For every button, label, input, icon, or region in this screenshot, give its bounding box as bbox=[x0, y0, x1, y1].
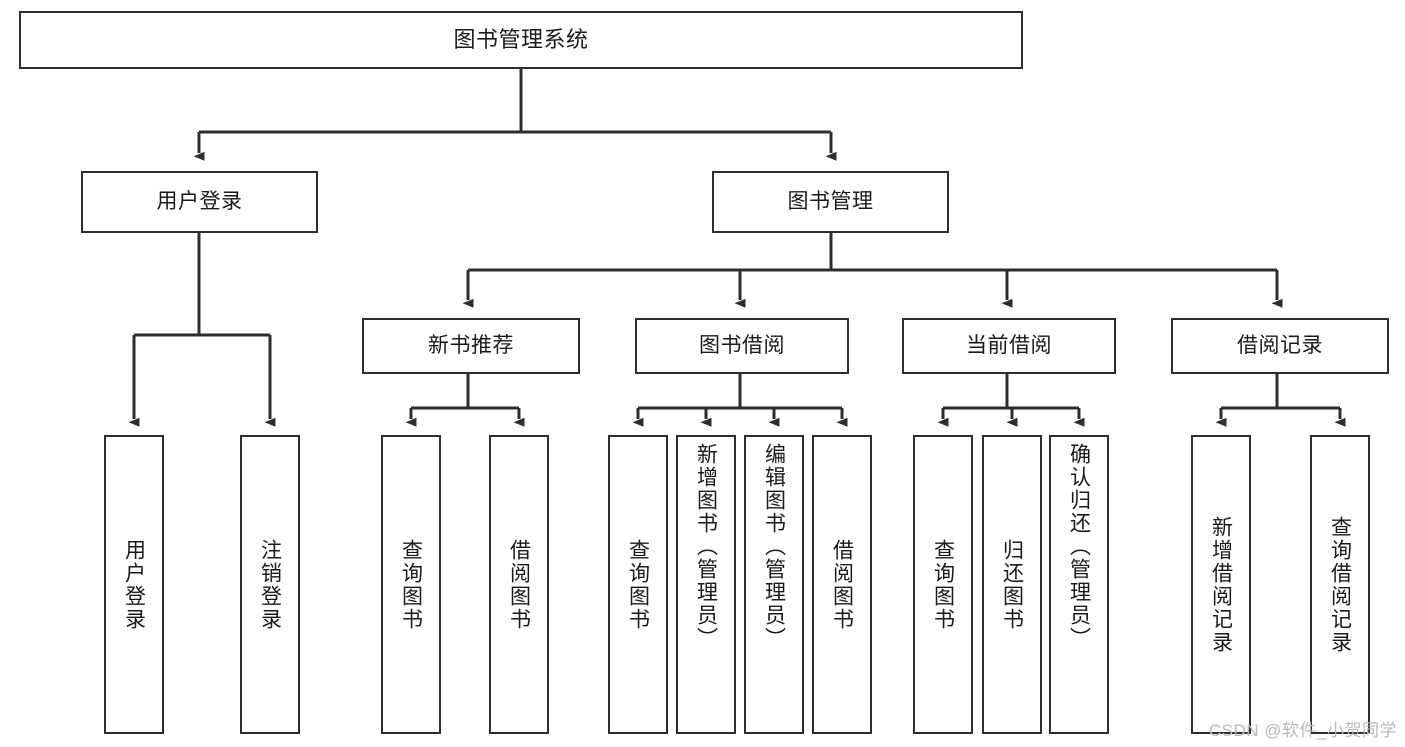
leaf-borrow-book-2[interactable]: 借阅图书 bbox=[812, 435, 872, 734]
leaf-user-login[interactable]: 用户登录 bbox=[104, 435, 164, 734]
leaf-borrow-book-1[interactable]: 借阅图书 bbox=[489, 435, 549, 734]
leaf-add-record-label: 新增借阅记录 bbox=[1209, 515, 1233, 654]
node-root-label: 图书管理系统 bbox=[453, 27, 589, 53]
leaf-edit-book[interactable]: 编辑图书（管理员） bbox=[744, 435, 804, 734]
leaf-query-record[interactable]: 查询借阅记录 bbox=[1310, 435, 1370, 734]
leaf-user-login-label: 用户登录 bbox=[122, 538, 146, 631]
leaf-query-book-2[interactable]: 查询图书 bbox=[608, 435, 668, 734]
leaf-borrow-book-2-label: 借阅图书 bbox=[830, 538, 854, 631]
node-user-login[interactable]: 用户登录 bbox=[81, 171, 318, 233]
leaf-query-book-1-label: 查询图书 bbox=[399, 538, 423, 631]
leaf-edit-book-label: 编辑图书（管理员） bbox=[762, 443, 786, 650]
leaf-query-book-2-label: 查询图书 bbox=[626, 538, 650, 631]
leaf-query-book-1[interactable]: 查询图书 bbox=[381, 435, 441, 734]
node-root-book-management-system[interactable]: 图书管理系统 bbox=[19, 11, 1023, 69]
leaf-query-book-3[interactable]: 查询图书 bbox=[913, 435, 973, 734]
node-new-book-recommend[interactable]: 新书推荐 bbox=[362, 318, 580, 374]
leaf-add-book[interactable]: 新增图书（管理员） bbox=[676, 435, 736, 734]
node-book-manage[interactable]: 图书管理 bbox=[712, 171, 949, 233]
node-borrow-record[interactable]: 借阅记录 bbox=[1171, 318, 1389, 374]
leaf-borrow-book-1-label: 借阅图书 bbox=[507, 538, 531, 631]
node-book-manage-label: 图书管理 bbox=[787, 189, 874, 213]
leaf-query-record-label: 查询借阅记录 bbox=[1328, 515, 1352, 654]
leaf-add-book-label: 新增图书（管理员） bbox=[694, 443, 718, 650]
node-current-borrow[interactable]: 当前借阅 bbox=[902, 318, 1116, 374]
node-current-borrow-label: 当前借阅 bbox=[966, 333, 1052, 357]
leaf-query-book-3-label: 查询图书 bbox=[931, 538, 955, 631]
leaf-confirm-return-label: 确认归还（管理员） bbox=[1067, 443, 1091, 650]
node-new-book-recommend-label: 新书推荐 bbox=[428, 333, 514, 357]
node-book-borrow-label: 图书借阅 bbox=[699, 333, 785, 357]
csdn-watermark: CSDN @软件_小贺同学 bbox=[1208, 721, 1397, 740]
leaf-logout-login-label: 注销登录 bbox=[258, 538, 282, 631]
leaf-logout-login[interactable]: 注销登录 bbox=[240, 435, 300, 734]
leaf-confirm-return[interactable]: 确认归还（管理员） bbox=[1049, 435, 1109, 734]
leaf-add-record[interactable]: 新增借阅记录 bbox=[1191, 435, 1251, 734]
leaf-return-book[interactable]: 归还图书 bbox=[982, 435, 1042, 734]
node-borrow-record-label: 借阅记录 bbox=[1237, 333, 1323, 357]
leaf-return-book-label: 归还图书 bbox=[1000, 538, 1024, 631]
node-user-login-label: 用户登录 bbox=[156, 189, 243, 213]
node-book-borrow[interactable]: 图书借阅 bbox=[635, 318, 849, 374]
